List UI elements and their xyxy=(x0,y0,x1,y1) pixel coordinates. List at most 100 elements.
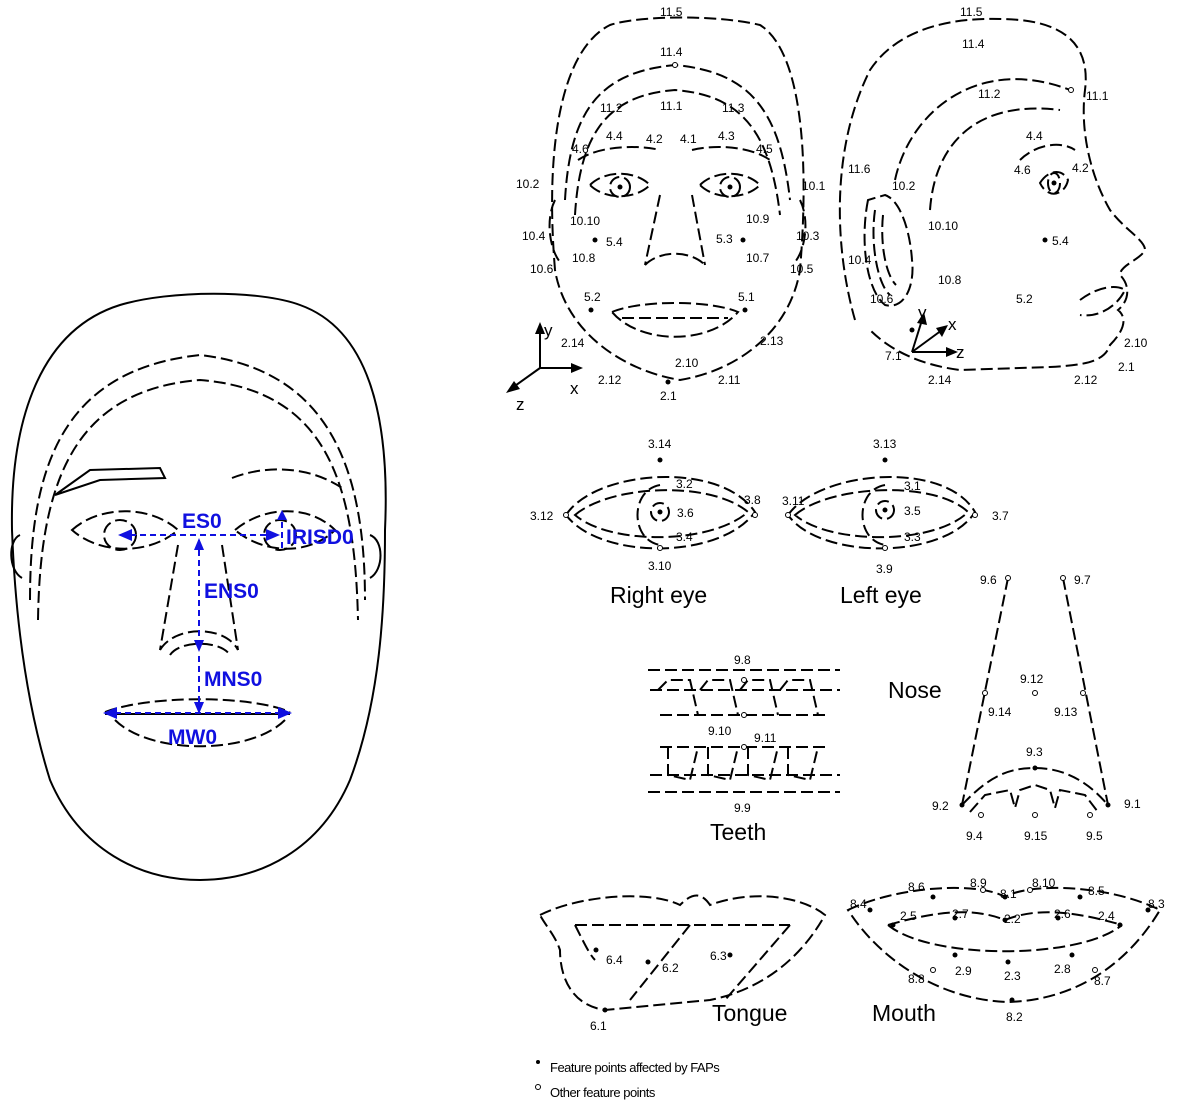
fp-3-10 xyxy=(658,546,663,551)
fp-2-9 xyxy=(953,953,958,958)
side-axes: y x z xyxy=(912,303,965,362)
left-eye-label-3-5: 3.5 xyxy=(904,504,921,518)
front-label-10-7: 10.7 xyxy=(746,251,770,265)
face-outline xyxy=(12,294,386,880)
tongue-detail: 6.4 6.2 6.3 6.1 Tongue xyxy=(540,896,825,1033)
front-label-4-5: 4.5 xyxy=(756,142,773,156)
tongue-title: Tongue xyxy=(712,1000,787,1026)
right-eye-title: Right eye xyxy=(610,582,707,608)
fp-11-4 xyxy=(673,63,678,68)
eye-left xyxy=(72,511,178,549)
mns0-label: MNS0 xyxy=(204,668,262,691)
mouth-label-2-7: 2.7 xyxy=(952,907,969,921)
front-label-5-4: 5.4 xyxy=(606,235,623,249)
side-label-11-5: 11.5 xyxy=(960,5,983,19)
nose-label-9-1: 9.1 xyxy=(1124,797,1141,811)
front-label-10-8: 10.8 xyxy=(572,251,596,265)
fp-3-13 xyxy=(883,458,888,463)
teeth-label-9-11: 9.11 xyxy=(754,731,777,745)
fp-3-6 xyxy=(658,510,663,515)
front-label-4-6: 4.6 xyxy=(572,142,589,156)
fp-8-7 xyxy=(1093,968,1098,973)
front-label-4-3: 4.3 xyxy=(718,129,735,143)
right-eye-label-3-14: 3.14 xyxy=(648,437,672,451)
fp-9-13 xyxy=(1081,691,1086,696)
teeth-label-9-8: 9.8 xyxy=(734,653,751,667)
fp-3-14 xyxy=(658,458,663,463)
legend-other-marker xyxy=(536,1085,541,1090)
ens0-label: ENS0 xyxy=(204,580,259,603)
side-axis-x-arrow xyxy=(936,325,948,337)
fp-side-11-1 xyxy=(1069,88,1074,93)
side-axis-x-line xyxy=(912,330,942,352)
teeth-title: Teeth xyxy=(710,819,766,845)
mouth-label-8-9: 8.9 xyxy=(970,876,987,890)
left-eye-label-3-11: 3.11 xyxy=(782,494,805,508)
side-label-10-10: 10.10 xyxy=(928,219,958,233)
mouth-label-2-8: 2.8 xyxy=(1054,962,1071,976)
fp-6-2 xyxy=(646,960,651,965)
fp-8-2 xyxy=(1010,998,1015,1003)
fp-side-eye xyxy=(1052,181,1057,186)
fp-8-8 xyxy=(931,968,936,973)
mouth-label-8-3: 8.3 xyxy=(1148,897,1165,911)
side-label-10-4: 10.4 xyxy=(848,253,872,267)
front-label-2-1: 2.1 xyxy=(660,389,677,403)
side-label-2-12: 2.12 xyxy=(1074,373,1098,387)
front-view: 11.5 11.4 11.2 11.1 11.3 4.4 4.2 4.1 4.3… xyxy=(506,5,826,414)
left-eye-label-3-9: 3.9 xyxy=(876,562,893,576)
fp-9-11 xyxy=(742,745,747,750)
fp-8-6 xyxy=(931,895,936,900)
side-label-5-2: 5.2 xyxy=(1016,292,1033,306)
mouth-label-2-9: 2.9 xyxy=(955,964,972,978)
front-label-11-2: 11.2 xyxy=(600,101,623,115)
front-label-2-11: 2.11 xyxy=(718,373,741,387)
nose-label-9-4: 9.4 xyxy=(966,829,983,843)
fp-6-4 xyxy=(594,948,599,953)
mouth-label-8-8: 8.8 xyxy=(908,972,925,986)
fp-6-1 xyxy=(603,1008,608,1013)
fp-2-3 xyxy=(1006,960,1011,965)
side-label-10-6: 10.6 xyxy=(870,292,894,306)
side-brow xyxy=(1020,145,1075,160)
side-label-11-4: 11.4 xyxy=(962,37,985,51)
tongue-lips-outline xyxy=(540,896,825,1010)
front-label-10-9: 10.9 xyxy=(746,212,770,226)
mouth-label-2-4: 2.4 xyxy=(1098,909,1115,923)
front-label-10-2: 10.2 xyxy=(516,177,540,191)
front-label-11-4: 11.4 xyxy=(660,45,683,59)
fp-2-5 xyxy=(891,923,896,928)
fp-9-12 xyxy=(1033,691,1038,696)
side-label-11-6: 11.6 xyxy=(848,162,871,176)
nose-label-9-6: 9.6 xyxy=(980,573,997,587)
es0-arrowhead-right xyxy=(266,529,280,541)
side-axis-z-label: z xyxy=(956,343,965,362)
fp-side-7-1 xyxy=(910,328,915,333)
front-label-5-1: 5.1 xyxy=(738,290,755,304)
right-eye-label-3-8: 3.8 xyxy=(744,493,761,507)
mouth-label-8-10: 8.10 xyxy=(1032,876,1056,890)
teeth-detail: 9.8 9.10 9.11 9.9 Teeth xyxy=(648,653,840,845)
side-label-4-4: 4.4 xyxy=(1026,129,1043,143)
nose-label-9-7: 9.7 xyxy=(1074,573,1091,587)
fp-9-14 xyxy=(983,691,988,696)
tongue-center-line xyxy=(630,925,690,1000)
side-label-2-10: 2.10 xyxy=(1124,336,1148,350)
left-eye-detail: 3.13 3.1 3.11 3.5 3.7 3.3 3.9 Left eye xyxy=(782,437,1009,608)
front-axes: y x z xyxy=(506,321,583,414)
axis-z-label: z xyxy=(516,395,525,414)
mouth-label-2-3: 2.3 xyxy=(1004,969,1021,983)
side-label-11-2: 11.2 xyxy=(978,87,1001,101)
fp-3-8 xyxy=(753,513,758,518)
fp-front-eye-l xyxy=(728,185,733,190)
fp-2-4 xyxy=(1118,923,1123,928)
front-label-4-1: 4.1 xyxy=(680,132,697,146)
nose-left-side xyxy=(160,545,178,650)
front-label-11-1: 11.1 xyxy=(660,99,683,113)
fp-5-4 xyxy=(593,238,598,243)
fp-3-9 xyxy=(883,546,888,551)
fp-side-5-4 xyxy=(1043,238,1048,243)
fp-9-1 xyxy=(1106,803,1111,808)
side-label-4-2: 4.2 xyxy=(1072,161,1089,175)
fp-5-3 xyxy=(741,238,746,243)
